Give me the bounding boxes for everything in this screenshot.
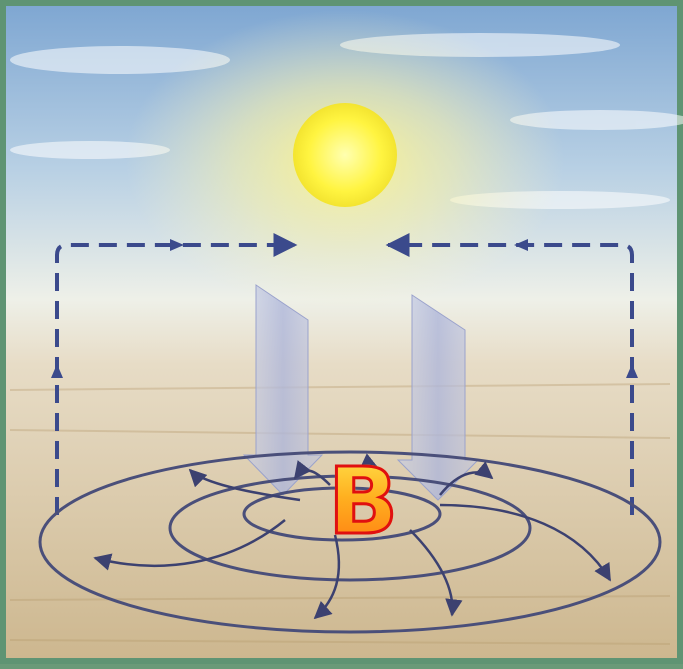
sun-icon: [293, 103, 397, 207]
high-pressure-label: В: [304, 452, 422, 552]
